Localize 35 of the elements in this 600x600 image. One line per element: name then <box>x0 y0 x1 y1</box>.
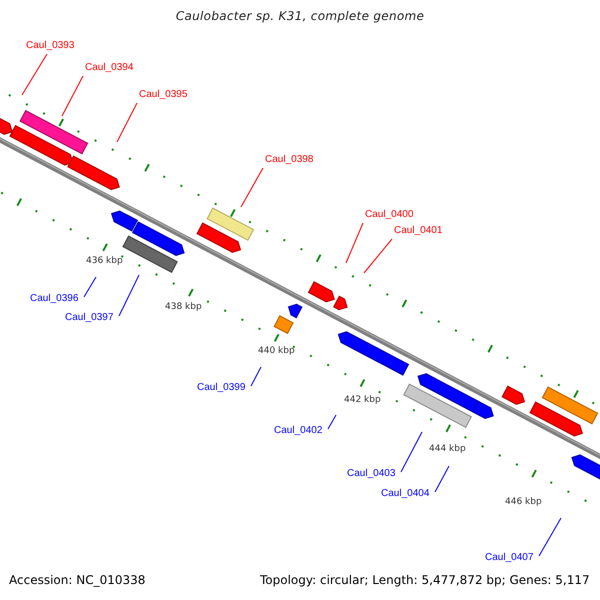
leader-line <box>434 466 450 492</box>
gene-label: Caul_0393 <box>26 40 74 52</box>
title: Caulobacter sp. K31, complete genome <box>176 10 424 22</box>
leader-line <box>250 366 262 386</box>
gene-label: Caul_0401 <box>394 225 442 237</box>
footer-text: Accession: NC_010338 <box>9 574 146 586</box>
position-label: 446 kbp <box>505 498 542 507</box>
leader-line <box>538 518 562 556</box>
gene-label: Caul_0397 <box>65 312 114 324</box>
leader-line <box>400 432 422 472</box>
gene-label: Caul_0396 <box>30 293 78 305</box>
gene-label: Caul_0404 <box>381 488 430 500</box>
gene-label: Caul_0395 <box>139 89 188 101</box>
gene-label: Caul_0403 <box>347 468 396 480</box>
position-label: 442 kbp <box>344 396 381 405</box>
leader-line <box>240 168 264 208</box>
gene-label: Caul_0402 <box>274 425 322 437</box>
leader-line <box>116 102 138 142</box>
gene-label: Caul_0394 <box>85 62 134 74</box>
leader-line <box>22 54 48 96</box>
position-label: 438 kbp <box>165 303 202 312</box>
leader-line <box>62 76 84 116</box>
position-label: 444 kbp <box>429 445 466 454</box>
leader-line <box>364 238 392 274</box>
leader-line <box>118 274 140 316</box>
footer-text: Topology: circular; Length: 5,477,872 bp; Genes: 5,117 <box>260 574 590 586</box>
leader-line <box>328 414 336 430</box>
gene-label: Caul_0407 <box>485 552 534 564</box>
leader-line <box>84 276 96 298</box>
position-label: 440 kbp <box>258 347 295 356</box>
position-label: 436 kbp <box>86 257 123 266</box>
gene-label: Caul_0400 <box>365 209 414 221</box>
gene-label: Caul_0399 <box>197 382 246 394</box>
leader-line <box>346 222 364 264</box>
gene-label: Caul_0398 <box>265 154 314 166</box>
